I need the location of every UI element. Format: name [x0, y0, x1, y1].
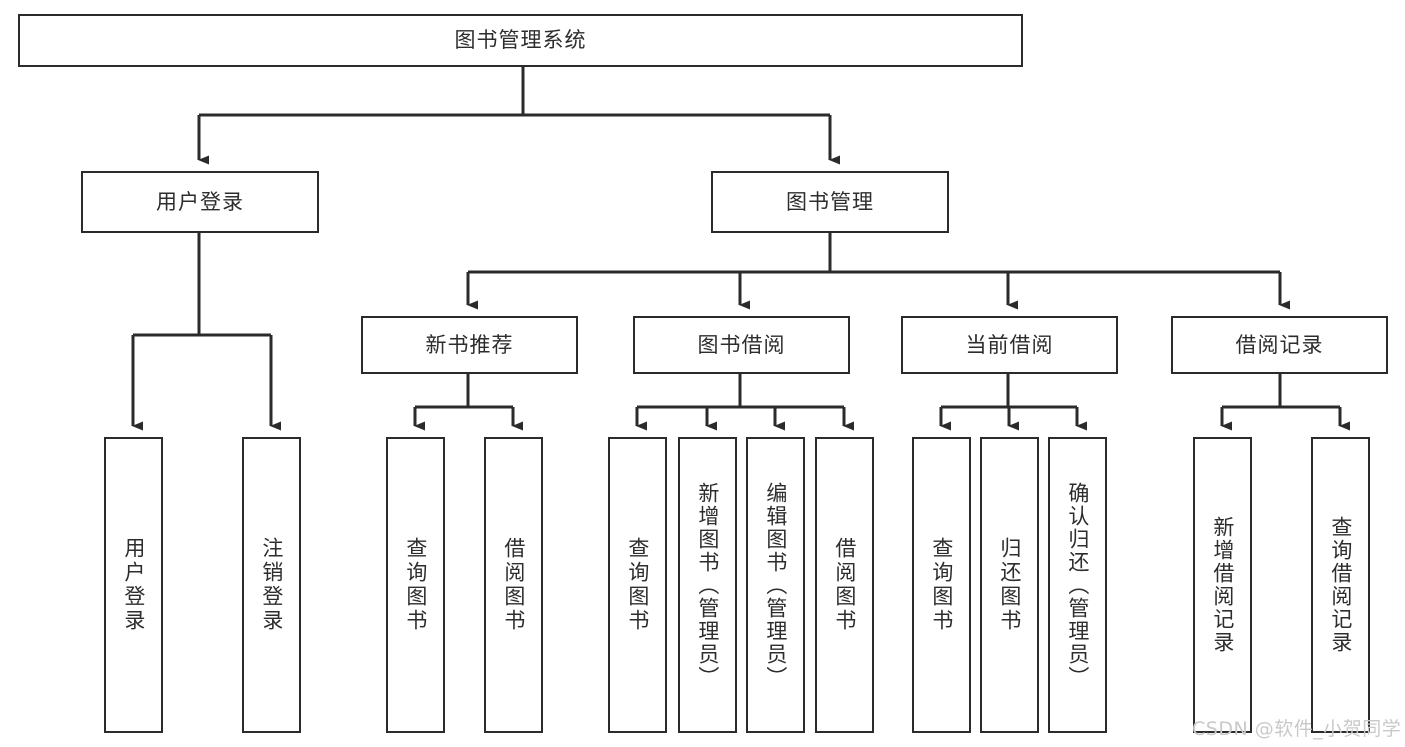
node-label: 查询图书 [929, 537, 954, 633]
node-label: 新增借阅记录 [1210, 516, 1235, 654]
node-label: 图书借阅 [697, 332, 786, 357]
node-label: 当前借阅 [965, 332, 1054, 357]
node-leaf-query-books-borrow[interactable]: 查询图书 [608, 437, 667, 733]
node-label: 查询图书 [625, 537, 650, 633]
node-label: 新书推荐 [425, 332, 514, 357]
node-leaf-confirm-return-admin[interactable]: 确认归还（管理员） [1048, 437, 1107, 733]
node-label: 确认归还（管理员） [1065, 481, 1090, 689]
node-label: 图书管理系统 [454, 28, 587, 52]
node-leaf-user-login[interactable]: 用户登录 [104, 437, 163, 733]
node-book-management[interactable]: 图书管理 [711, 171, 949, 233]
node-leaf-borrow-books-recommend[interactable]: 借阅图书 [484, 437, 543, 733]
node-leaf-add-book-admin[interactable]: 新增图书（管理员） [678, 437, 737, 733]
node-leaf-add-borrow-record[interactable]: 新增借阅记录 [1193, 437, 1252, 733]
node-label: 图书管理 [786, 189, 874, 214]
node-leaf-borrow-books[interactable]: 借阅图书 [815, 437, 874, 733]
node-leaf-edit-book-admin[interactable]: 编辑图书（管理员） [746, 437, 805, 733]
node-book-borrow[interactable]: 图书借阅 [633, 316, 850, 374]
node-label: 用户登录 [156, 189, 244, 214]
node-label: 查询借阅记录 [1328, 516, 1353, 654]
node-new-book-recommend[interactable]: 新书推荐 [361, 316, 578, 374]
node-label: 借阅图书 [501, 537, 526, 633]
node-borrow-record[interactable]: 借阅记录 [1171, 316, 1388, 374]
node-label: 编辑图书（管理员） [763, 481, 788, 689]
node-label: 新增图书（管理员） [695, 481, 720, 689]
node-leaf-query-borrow-record[interactable]: 查询借阅记录 [1311, 437, 1370, 733]
node-current-borrow[interactable]: 当前借阅 [901, 316, 1118, 374]
node-user-login[interactable]: 用户登录 [81, 171, 319, 233]
node-leaf-return-books[interactable]: 归还图书 [980, 437, 1039, 733]
node-label: 用户登录 [121, 537, 146, 633]
node-root-library-system[interactable]: 图书管理系统 [18, 14, 1023, 67]
node-label: 查询图书 [403, 537, 428, 633]
node-label: 注销登录 [259, 537, 284, 633]
node-leaf-logout[interactable]: 注销登录 [242, 437, 301, 733]
node-label: 借阅图书 [832, 537, 857, 633]
node-leaf-query-books-current[interactable]: 查询图书 [912, 437, 971, 733]
node-label: 借阅记录 [1235, 332, 1324, 357]
node-label: 归还图书 [997, 537, 1022, 633]
node-leaf-query-books-recommend[interactable]: 查询图书 [386, 437, 445, 733]
